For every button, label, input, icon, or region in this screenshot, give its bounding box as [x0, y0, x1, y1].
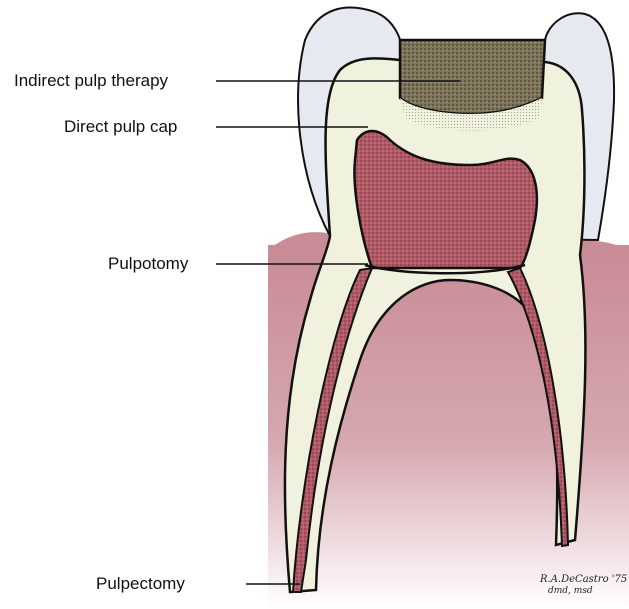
- label-indirect-pulp-therapy: Indirect pulp therapy: [14, 71, 168, 91]
- label-pulpectomy: Pulpectomy: [96, 574, 185, 594]
- artist-credentials: dmd, msd: [548, 586, 593, 596]
- restoration: [400, 40, 545, 114]
- artist-signature: R.A.DeCastro '75: [540, 574, 627, 585]
- label-pulpotomy: Pulpotomy: [108, 254, 188, 274]
- label-direct-pulp-cap: Direct pulp cap: [64, 117, 177, 137]
